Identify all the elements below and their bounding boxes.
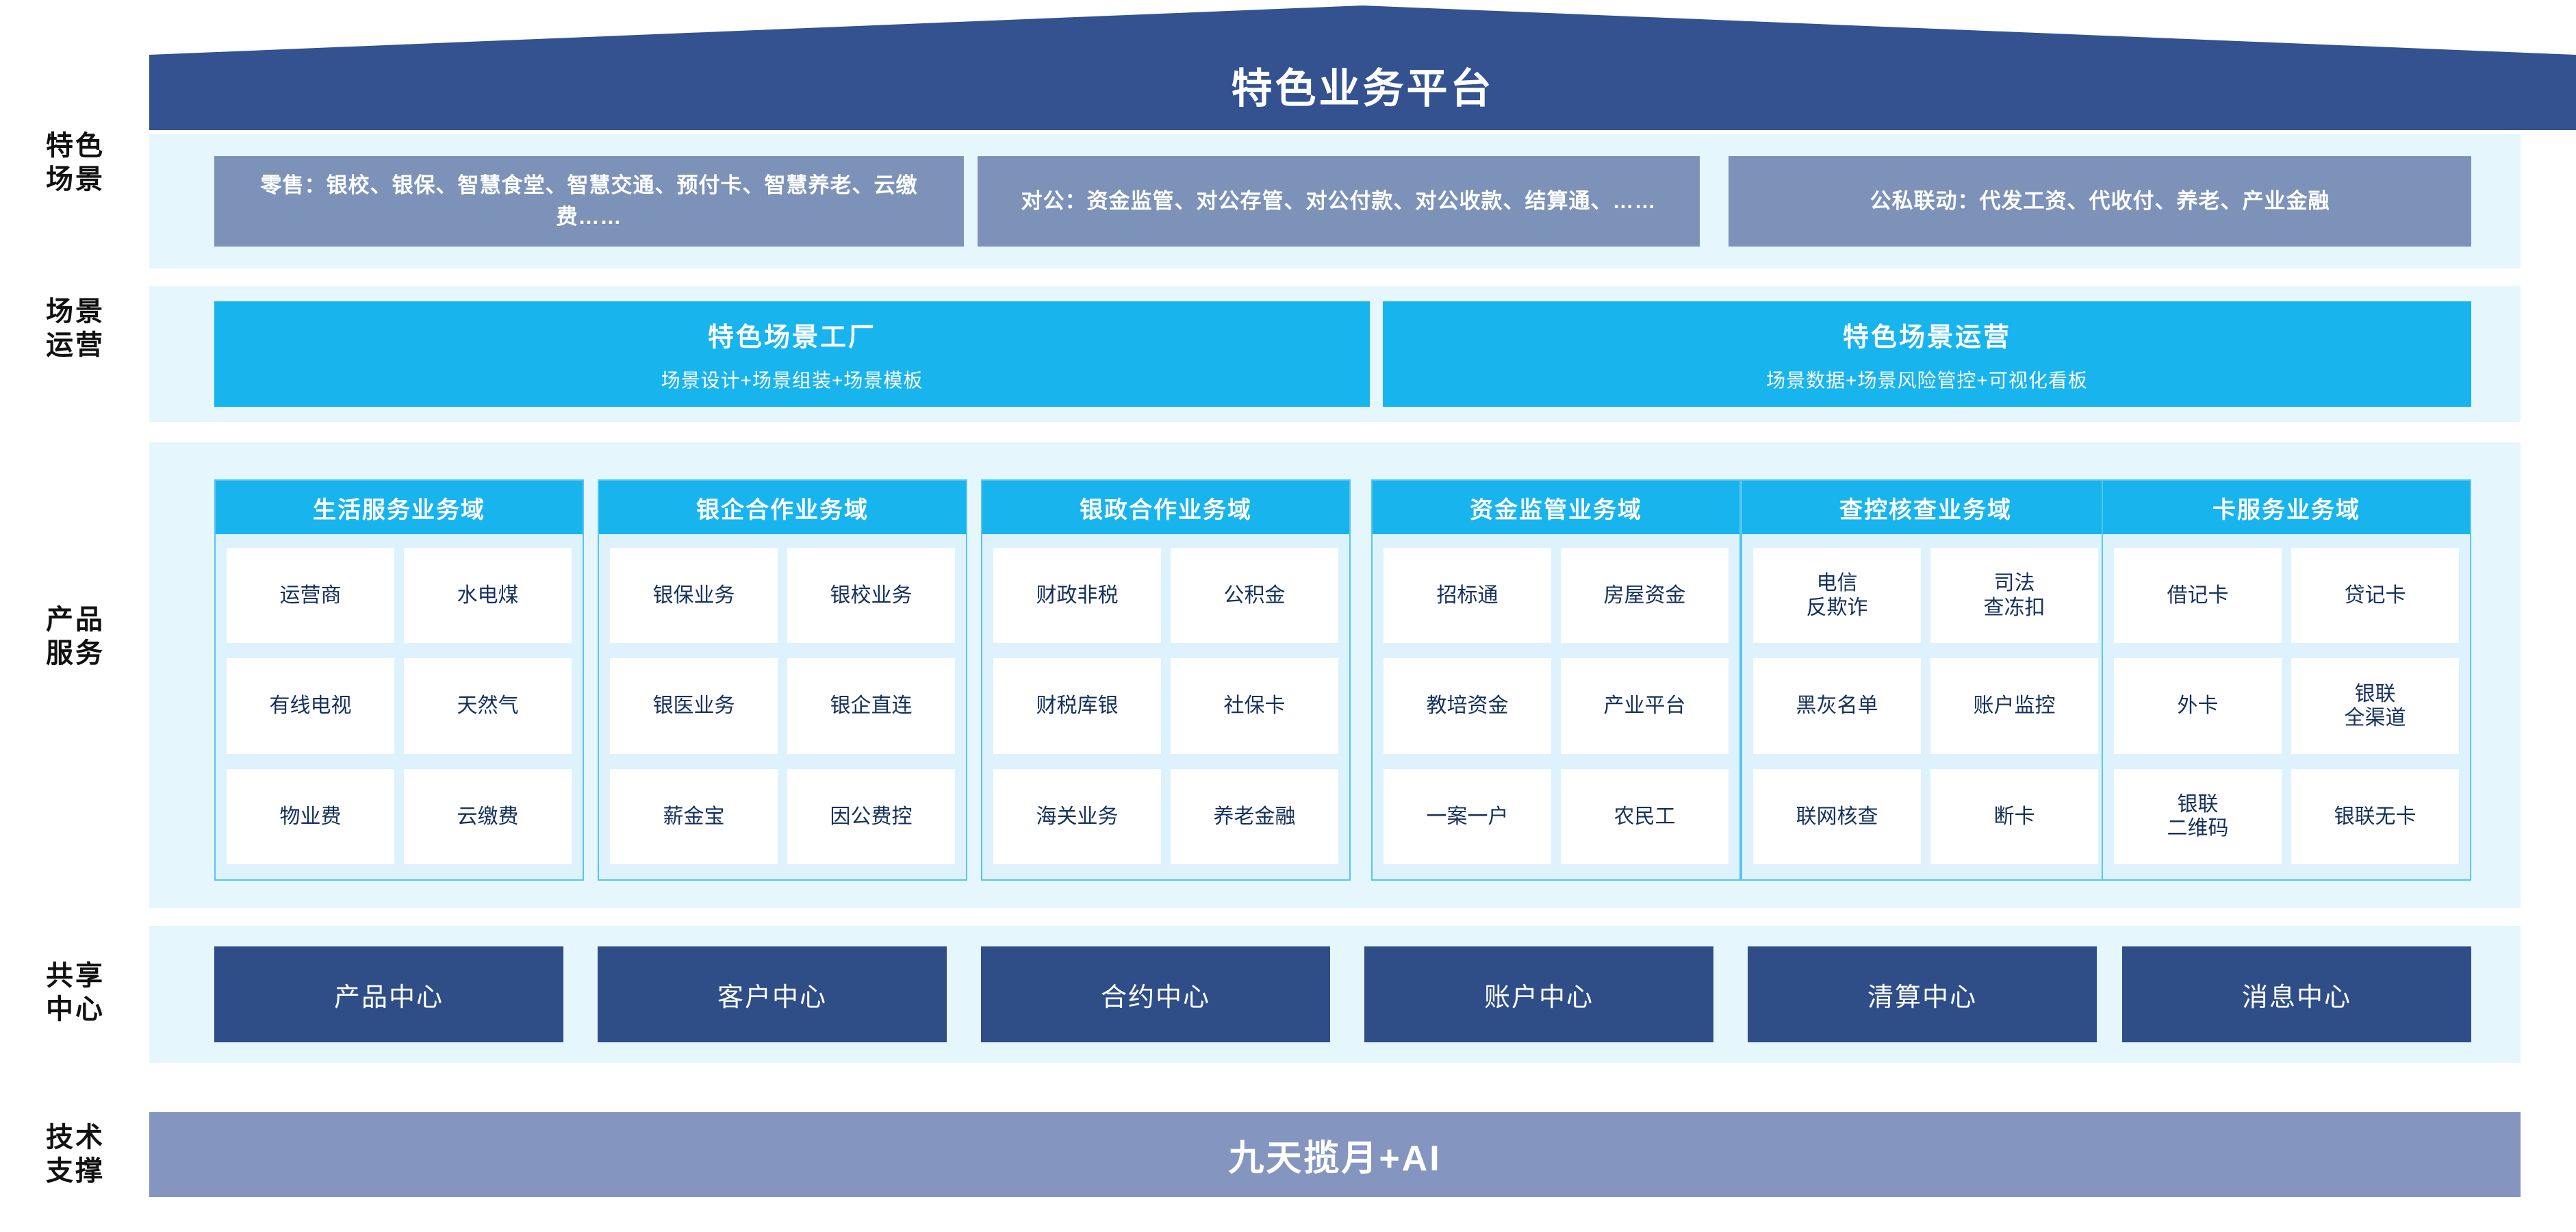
operation-title: 特色场景工厂 [707, 323, 876, 352]
domain-item-grid: 运营商 水电煤 有线电视 天然气 物业费 云缴费 [216, 534, 583, 879]
domain-item[interactable]: 司法 查冻扣 [1930, 548, 2098, 644]
center-box-message[interactable]: 消息中心 [2122, 946, 2471, 1042]
domain-item[interactable]: 借记卡 [2114, 548, 2282, 644]
domain-item[interactable]: 运营商 [227, 548, 394, 644]
rail-label-featured-scenarios: 特色 场景 [7, 115, 144, 211]
center-box-product[interactable]: 产品中心 [214, 946, 563, 1042]
domain-item-grid: 招标通 房屋资金 教培资金 产业平台 一案一户 农民工 [1373, 534, 1739, 879]
scenario-box-corporate[interactable]: 对公：资金监管、对公存管、对公付款、对公收款、结算通、…… [978, 156, 1700, 247]
operation-title: 特色场景运营 [1842, 323, 2011, 352]
center-box-clearing[interactable]: 清算中心 [1748, 946, 2097, 1042]
domain-item-grid: 电信 反欺诈 司法 查冻扣 黑灰名单 账户监控 联网核查 断卡 [1742, 534, 2109, 879]
domain-item[interactable]: 产业平台 [1561, 658, 1729, 754]
center-box-customer[interactable]: 客户中心 [598, 946, 947, 1042]
rail-label-line1: 技术 [46, 1122, 105, 1153]
domain-item[interactable]: 水电煤 [404, 548, 572, 644]
platform-banner: 特色业务平台 [149, 5, 2576, 130]
domain-card-bank-enterprise[interactable]: 银企合作业务域 银保业务 银校业务 银医业务 银企直连 薪金宝 因公费控 [598, 479, 967, 881]
domain-item[interactable]: 因公费控 [787, 768, 955, 864]
rail-label-line2: 中心 [46, 994, 105, 1024]
domain-item[interactable]: 社保卡 [1171, 658, 1338, 754]
domain-item[interactable]: 断卡 [1930, 768, 2098, 864]
operation-subtitle: 场景数据+场景风险管控+可视化看板 [1766, 369, 2088, 391]
domain-item[interactable]: 财政非税 [993, 548, 1161, 644]
domain-item[interactable]: 海关业务 [993, 768, 1161, 864]
domain-item[interactable]: 天然气 [404, 658, 572, 754]
domain-card-investigation[interactable]: 查控核查业务域 电信 反欺诈 司法 查冻扣 黑灰名单 账户监控 联网核查 断卡 [1741, 479, 2110, 881]
domain-item-grid: 银保业务 银校业务 银医业务 银企直连 薪金宝 因公费控 [599, 534, 966, 879]
domain-item[interactable]: 物业费 [227, 768, 394, 864]
scenario-box-retail[interactable]: 零售：银校、银保、智慧食堂、智慧交通、预付卡、智慧养老、云缴费…… [214, 156, 964, 247]
domain-title: 资金监管业务域 [1373, 481, 1739, 534]
rail-label-line1: 特色 [46, 131, 105, 162]
rail-label-line2: 场景 [46, 164, 105, 194]
operation-box-scene-factory[interactable]: 特色场景工厂 场景设计+场景组装+场景模板 [214, 301, 1370, 407]
domain-title: 查控核查业务域 [1742, 481, 2109, 534]
domain-item[interactable]: 公积金 [1171, 548, 1338, 644]
domain-item[interactable]: 贷记卡 [2291, 548, 2459, 644]
scenario-box-public-private[interactable]: 公私联动：代发工资、代收付、养老、产业金融 [1729, 156, 2471, 247]
domain-item[interactable]: 银联 全渠道 [2291, 658, 2459, 754]
domain-item[interactable]: 有线电视 [227, 658, 394, 754]
domain-item[interactable]: 招标通 [1383, 548, 1551, 644]
domain-item[interactable]: 银企直连 [787, 658, 955, 754]
center-box-contract[interactable]: 合约中心 [981, 946, 1330, 1042]
domain-item[interactable]: 房屋资金 [1561, 548, 1729, 644]
domain-title: 卡服务业务域 [2103, 481, 2470, 534]
domain-card-life-service[interactable]: 生活服务业务域 运营商 水电煤 有线电视 天然气 物业费 云缴费 [214, 479, 584, 881]
tech-support-bar[interactable]: 九天揽月+AI [149, 1112, 2521, 1197]
domain-item[interactable]: 一案一户 [1383, 768, 1551, 864]
domain-item[interactable]: 薪金宝 [610, 768, 778, 864]
domain-item[interactable]: 外卡 [2114, 658, 2282, 754]
domain-card-card-service[interactable]: 卡服务业务域 借记卡 贷记卡 外卡 银联 全渠道 银联 二维码 银联无卡 [2102, 479, 2471, 881]
center-box-account[interactable]: 账户中心 [1364, 946, 1713, 1042]
rail-label-line1: 产品 [46, 605, 105, 636]
domain-item[interactable]: 银医业务 [610, 658, 778, 754]
domain-item[interactable]: 联网核查 [1753, 768, 1921, 864]
domain-card-bank-government[interactable]: 银政合作业务域 财政非税 公积金 财税库银 社保卡 海关业务 养老金融 [981, 479, 1351, 881]
domain-item[interactable]: 电信 反欺诈 [1753, 548, 1921, 644]
rail-label-shared-center: 共享 中心 [7, 945, 144, 1041]
rail-label-product-service: 产品 服务 [7, 589, 144, 685]
domain-title: 生活服务业务域 [216, 481, 583, 534]
domain-title: 银政合作业务域 [982, 481, 1349, 534]
rail-label-line2: 支撑 [46, 1156, 105, 1186]
domain-item[interactable]: 农民工 [1561, 768, 1729, 864]
rail-label-line1: 共享 [46, 961, 105, 992]
rail-label-scenario-operation: 场景 运营 [7, 281, 144, 377]
domain-item[interactable]: 银联 二维码 [2114, 768, 2282, 864]
domain-item[interactable]: 银校业务 [787, 548, 955, 644]
domain-item[interactable]: 财税库银 [993, 658, 1161, 754]
domain-title: 银企合作业务域 [599, 481, 966, 534]
domain-item[interactable]: 黑灰名单 [1753, 658, 1921, 754]
operation-box-scene-operation[interactable]: 特色场景运营 场景数据+场景风险管控+可视化看板 [1383, 301, 2471, 407]
domain-item[interactable]: 云缴费 [404, 768, 572, 864]
rail-label-line2: 服务 [46, 638, 105, 668]
domain-item[interactable]: 银联无卡 [2291, 768, 2459, 864]
operation-subtitle: 场景设计+场景组装+场景模板 [661, 369, 923, 391]
rail-label-tech-support: 技术 支撑 [7, 1107, 144, 1203]
domain-item[interactable]: 账户监控 [1930, 658, 2098, 754]
domain-item[interactable]: 教培资金 [1383, 658, 1551, 754]
domain-item[interactable]: 银保业务 [610, 548, 778, 644]
roof-shape [149, 5, 2576, 130]
domain-item-grid: 财政非税 公积金 财税库银 社保卡 海关业务 养老金融 [982, 534, 1349, 879]
domain-item[interactable]: 养老金融 [1171, 768, 1338, 864]
rail-label-line1: 场景 [46, 297, 105, 327]
domain-item-grid: 借记卡 贷记卡 外卡 银联 全渠道 银联 二维码 银联无卡 [2103, 534, 2470, 879]
rail-label-line2: 运营 [46, 330, 105, 360]
domain-card-fund-supervision[interactable]: 资金监管业务域 招标通 房屋资金 教培资金 产业平台 一案一户 农民工 [1371, 479, 1741, 881]
